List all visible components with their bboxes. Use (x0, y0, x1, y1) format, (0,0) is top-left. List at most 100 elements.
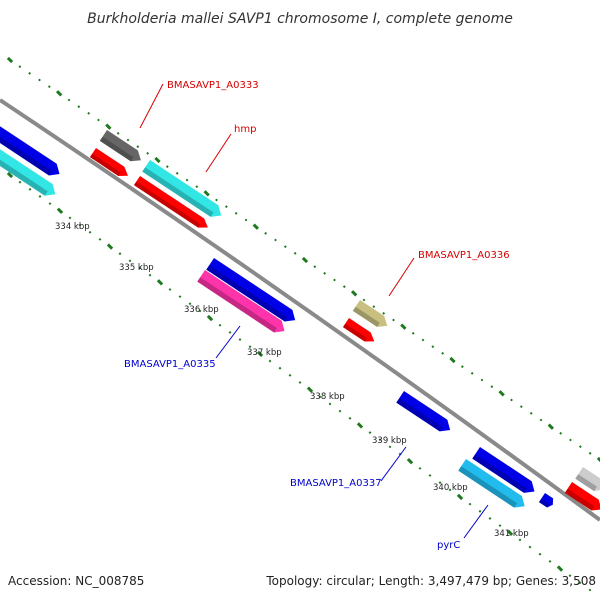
cds-red-a0336[interactable] (342, 318, 377, 346)
tick-dot (498, 524, 502, 528)
tick-dot (510, 398, 513, 402)
tick-dot (460, 365, 464, 369)
gene-cyan-left-body (0, 136, 56, 196)
gene-blue-small[interactable] (538, 493, 556, 509)
gene-label-bmasavp1-a0336[interactable]: BMASAVP1_A0336 (418, 250, 510, 261)
topology-summary: Topology: circular; Length: 3,497,479 bp… (265, 574, 596, 588)
tick-dot (278, 366, 282, 370)
gene-skyblue-pyrc-body (458, 459, 525, 508)
tick-label: 338 kbp (310, 392, 345, 402)
tick-dot (6, 171, 14, 179)
tick-label: 341 kbp (494, 529, 529, 539)
callout-line (205, 133, 232, 173)
gene-blue-a0337-shade (396, 398, 443, 432)
cds-red-right[interactable] (564, 482, 600, 515)
tick-dot (468, 502, 472, 506)
gene-label-bmasavp1-a0335[interactable]: BMASAVP1_A0335 (124, 359, 216, 370)
gene-blue-a0337[interactable] (396, 391, 454, 436)
tick-dot (506, 529, 514, 536)
cds-red-a0336-body (342, 318, 375, 342)
tick-dot (569, 438, 572, 442)
gene-blue-left-body (0, 113, 60, 176)
gene-blue-a0335[interactable] (206, 258, 299, 326)
tick-dot (456, 493, 464, 501)
tick-dot (228, 330, 232, 334)
tick-dot (38, 78, 41, 82)
tick-dot (56, 207, 64, 214)
cds-red-a0333[interactable] (89, 148, 131, 180)
callout-line (388, 257, 415, 297)
tick-dot (421, 338, 425, 342)
tick-dot (156, 279, 164, 286)
tick-dot (18, 65, 22, 69)
gene-olive-a0336[interactable] (352, 300, 391, 331)
gene-blue-left[interactable] (0, 113, 63, 180)
tick-dot (306, 386, 314, 393)
tick-dot (88, 230, 92, 234)
gene-darkgray[interactable] (99, 130, 145, 166)
tick-dot (6, 56, 14, 64)
tick-dot (203, 190, 210, 197)
tick-dot (588, 451, 592, 455)
gene-label-bmasavp1-a0337[interactable]: BMASAVP1_A0337 (290, 478, 382, 489)
tick-dot (264, 231, 268, 235)
gene-magenta-a0335[interactable] (197, 270, 288, 337)
tick-dot (116, 131, 120, 135)
tick-label: 337 kbp (247, 348, 282, 358)
tick-dot (218, 323, 222, 327)
genome-backbone (0, 98, 600, 522)
tick-dot (478, 509, 482, 513)
tick-dot (67, 98, 71, 102)
tick-dot (206, 314, 214, 322)
tick-dot (198, 309, 202, 313)
tick-dot (175, 171, 179, 175)
tick-dot (382, 311, 386, 315)
tick-dot (588, 588, 592, 592)
tick-dot (470, 371, 474, 375)
gene-label-pyrc[interactable]: pyrC (437, 540, 460, 551)
tick-dot (578, 581, 582, 585)
tick-dot (547, 423, 555, 430)
gene-blue-a0335-body (206, 258, 296, 322)
tick-dot (498, 390, 505, 397)
callout-line (463, 504, 489, 539)
gene-cyan-left[interactable] (0, 136, 59, 200)
tick-dot (318, 395, 322, 399)
tick-dot (490, 385, 494, 389)
tick-dot (138, 266, 142, 270)
tick-dot (388, 445, 392, 449)
tick-dot (105, 123, 112, 130)
gene-cyan-hmp[interactable] (142, 160, 225, 221)
tick-dot (556, 565, 564, 572)
gene-skyblue-pyrc[interactable] (458, 459, 528, 512)
tick-dot (596, 456, 600, 464)
cds-red-hmp[interactable] (133, 176, 211, 232)
gene-lightgray-right[interactable] (575, 467, 600, 495)
tick-dot (348, 416, 352, 420)
gene-olive-a0336-shade (352, 306, 380, 327)
tick-labels: 334 kbp 335 kbp 336 kbp 337 kbp 338 kbp … (55, 222, 529, 539)
tick-dot (323, 271, 327, 275)
gene-blue-a0335-shade (206, 265, 288, 322)
inner-tick-track (6, 171, 592, 592)
gene-label-bmasavp1-a0333[interactable]: BMASAVP1_A0333 (167, 80, 259, 91)
tick-dot (529, 411, 533, 415)
tick-dot (77, 105, 81, 109)
tick-dot (195, 185, 199, 189)
gene-label-hmp[interactable]: hmp (234, 124, 256, 135)
cds-red-a0333-body (89, 148, 128, 176)
tick-dot (38, 195, 42, 198)
tick-dot (528, 545, 532, 549)
tick-dot (338, 409, 342, 413)
gene-blue-a0337-body (396, 391, 451, 432)
gene-blue-small-shade (538, 498, 550, 508)
tick-dot (301, 256, 309, 264)
tick-dot (441, 351, 445, 355)
tick-dot (256, 350, 264, 358)
gene-blue-right[interactable] (472, 447, 538, 497)
tick-dot (333, 278, 336, 282)
gene-blue-right-body (472, 447, 535, 493)
tick-dot (559, 431, 563, 435)
tick-dot (428, 474, 432, 477)
